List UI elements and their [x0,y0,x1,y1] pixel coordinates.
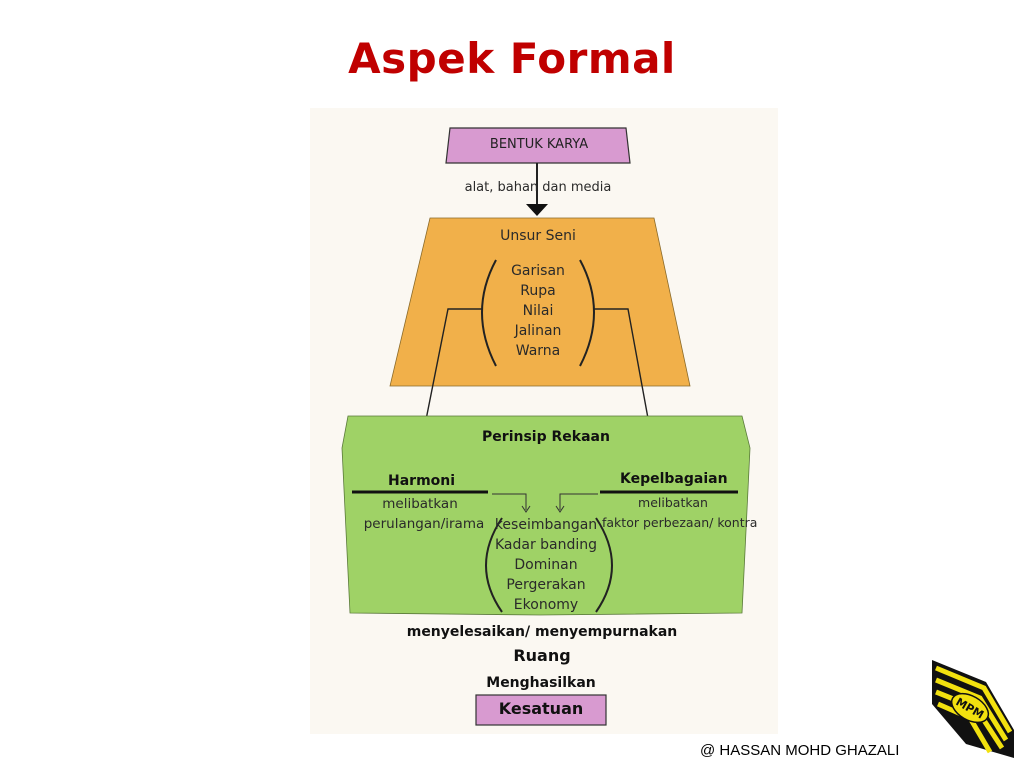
perinsip-list: keseimbangan Kadar banding Dominan Perge… [495,515,597,615]
perinsip-item: Pergerakan [506,577,586,593]
unsur-item: Rupa [520,283,556,299]
perinsip-rekaan-title: Perinsip Rekaan [482,429,610,445]
unsur-left-bracket [481,259,497,367]
main-arrow-head [526,204,548,216]
unsur-right-bracket [579,259,595,367]
kepelbagaian-line2: faktor perbezaan/ kontra [602,515,758,530]
feeder-left [492,493,527,510]
perinsip-item: keseimbangan [494,517,598,533]
bentuk-karya-label: BENTUK KARYA [489,137,589,152]
perinsip-left-bracket [485,517,503,613]
harmoni-line1: melibatkan [382,496,458,512]
feeder-right-head [555,505,565,513]
kepelbagaian-label: Kepelbagaian [620,471,728,487]
feeder-right [559,493,598,510]
mpm-logo-icon: MPM [932,660,1014,758]
arrow-to-kepelbagaian [594,308,660,465]
menyelesaikan-label: menyelesaikan/ menyempurnakan [406,624,678,640]
ruang-label: Ruang [513,646,571,665]
unsur-seni-box [389,217,691,387]
kepelbagaian-line1: melibatkan [638,495,708,510]
kesatuan-box [475,694,607,726]
harmoni-label: Harmoni [388,473,456,489]
feeder-left-head [521,505,531,513]
menghasilkan-label: Menghasilkan [486,675,596,691]
perinsip-item: Kadar banding [494,537,598,553]
perinsip-item: Ekonomy [513,597,579,613]
harmoni-line2: perulangan/irama [363,516,485,532]
arrow-to-harmoni [414,308,482,463]
unsur-item: Garisan [511,263,565,279]
unsur-item: Nilai [522,303,554,319]
perinsip-item: Dominan [514,557,578,573]
unsur-seni-title: Unsur Seni [500,228,576,244]
unsur-seni-list: Garisan Rupa Nilai Jalinan Warna [511,261,565,361]
author-credit: @ HASSAN MOHD GHAZALI [700,742,900,759]
kesatuan-label: Kesatuan [498,699,584,718]
arrow-label: alat, bahan dan media [464,180,612,195]
page-title: Aspek Formal [348,34,676,83]
diagram-panel: BENTUK KARYA alat, bahan dan media Unsur… [310,108,778,734]
diagram-canvas [341,127,751,726]
bentuk-karya-box [445,127,631,164]
perinsip-right-bracket [595,517,613,613]
unsur-item: Jalinan [514,323,562,339]
unsur-item: Warna [515,343,561,359]
perinsip-rekaan-box [341,415,751,616]
